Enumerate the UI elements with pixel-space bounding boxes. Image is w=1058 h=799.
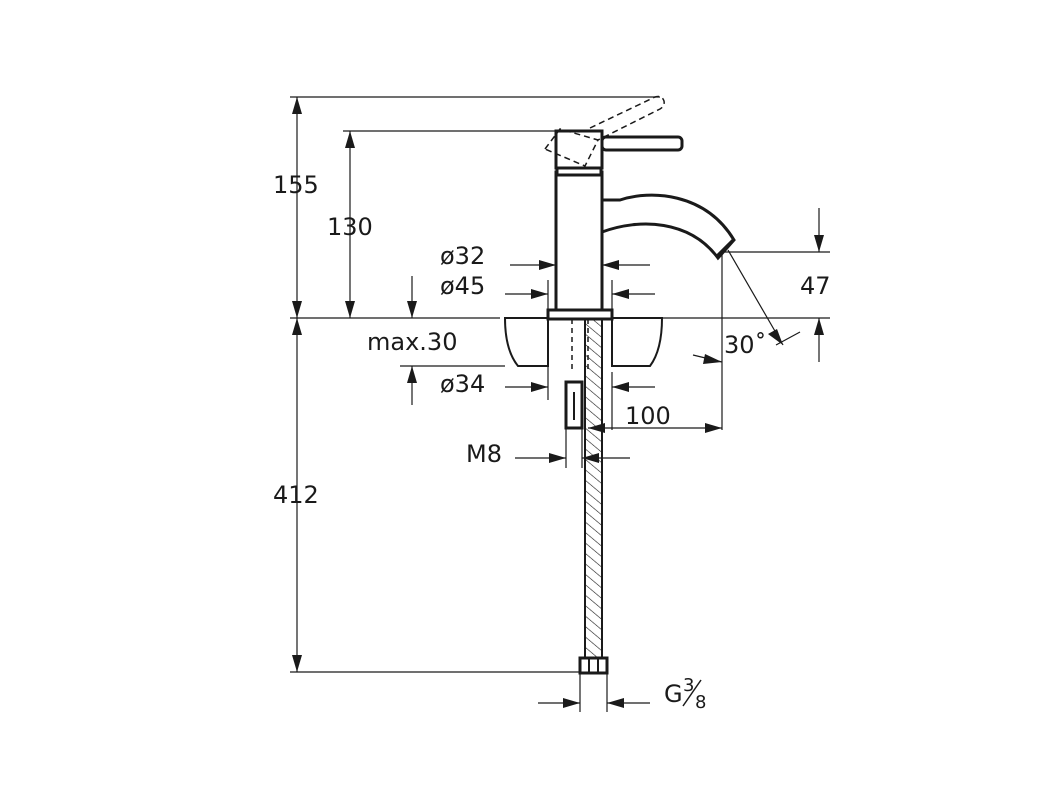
horizontal-dimensions [505,260,722,712]
label-rod-thread: M8 [466,440,502,468]
fraction-slash [682,679,702,707]
extension-lines [290,96,830,673]
label-hole-diameter: ø34 [440,370,485,398]
label-projection: 100 [625,402,671,430]
label-130: 130 [327,213,373,241]
label-deck-thickness: max.30 [367,328,457,356]
label-hose-thread-den: 8 [695,692,706,713]
label-155: 155 [273,171,319,199]
vertical-dimensions [292,97,824,672]
label-base-diameter: ø45 [440,272,485,300]
spout-angle [692,249,801,364]
label-hose-thread-num: 3 [683,675,694,696]
handle [543,95,684,170]
label-30-degree: 30˚ [724,331,767,359]
label-body-diameter: ø32 [440,242,485,270]
dimension-labels: 155 130 ø32 ø45 max.30 ø34 100 M8 412 47… [273,171,831,713]
faucet-body [546,165,736,321]
label-47: 47 [800,272,831,300]
countertop-section [503,317,664,367]
label-412: 412 [273,481,319,509]
mounting-parts [564,318,609,675]
label-hose-thread-prefix: G [664,680,683,708]
